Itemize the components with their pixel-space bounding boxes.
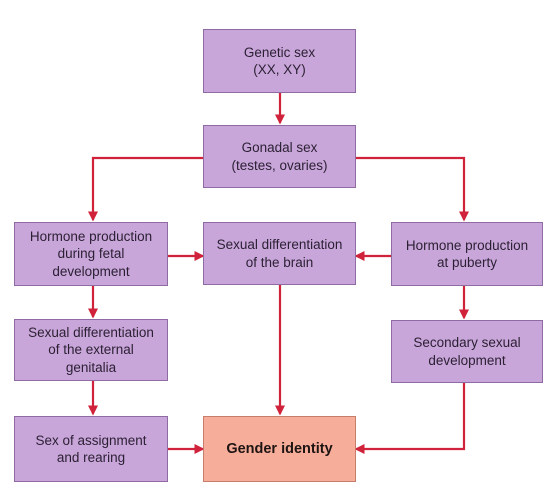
- node-external-genitalia: Sexual differentiation of the external g…: [14, 319, 168, 381]
- node-gonadal-sex: Gonadal sex (testes, ovaries): [203, 125, 356, 188]
- node-gender-identity: Gender identity: [203, 416, 356, 482]
- node-hormone-fetal: Hormone production during fetal developm…: [14, 222, 168, 286]
- arrow-secondary-to-gender: [354, 383, 466, 454]
- arrow-gonadal-to-hormone-puberty: [355, 156, 469, 222]
- node-brain-differentiation: Sexual differentiation of the brain: [203, 222, 356, 285]
- node-hormone-puberty: Hormone production at puberty: [391, 222, 543, 286]
- arrow-gonadal-to-hormone-fetal: [88, 156, 203, 222]
- node-genetic-sex: Genetic sex (XX, XY): [203, 29, 356, 93]
- node-sex-of-assignment: Sex of assignment and rearing: [14, 416, 168, 482]
- node-secondary-sexual: Secondary sexual development: [391, 320, 543, 383]
